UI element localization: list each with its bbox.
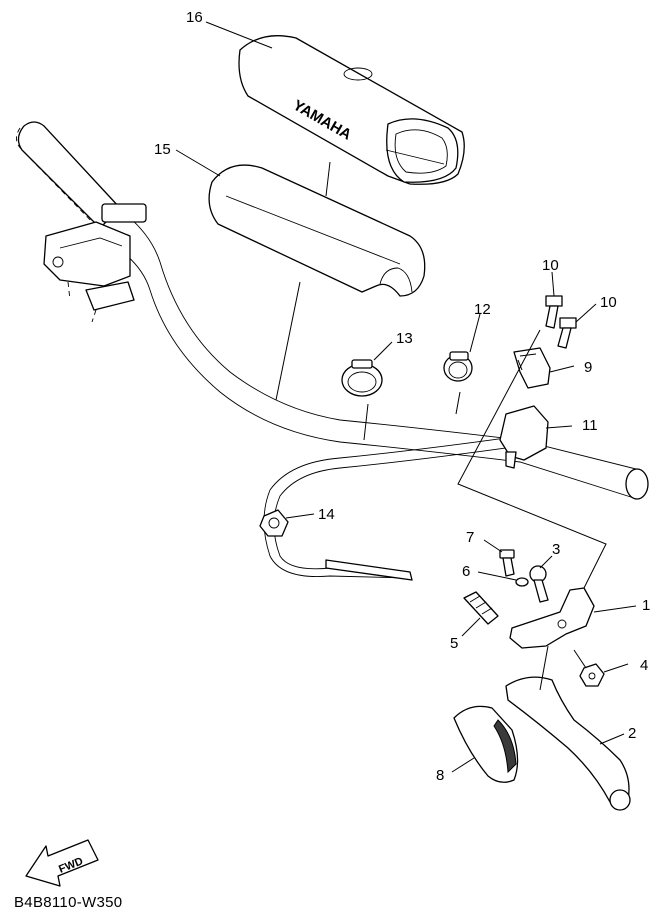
callout-6: 6 [462, 563, 470, 580]
callout-11: 11 [582, 417, 598, 434]
callout-leaders [175, 21, 637, 773]
band-clamp-12 [443, 351, 473, 382]
callout-9: 9 [584, 359, 592, 376]
fwd-arrow-icon: FWD [25, 839, 99, 887]
lever-holder-1 [509, 587, 595, 649]
clamp-9 [513, 347, 551, 389]
callout-10b: 10 [600, 294, 617, 311]
holder-11 [499, 405, 549, 469]
clutch-cable [263, 435, 521, 581]
callout-13: 13 [396, 330, 413, 347]
cable-holder-14 [259, 509, 289, 537]
callout-1: 1 [642, 597, 650, 614]
callout-15: 15 [154, 141, 171, 158]
handlebar-cover: YAMAHA [238, 35, 465, 185]
clutch-lever-2 [505, 676, 631, 811]
callout-2: 2 [628, 725, 636, 742]
callout-7: 7 [466, 529, 474, 546]
bolt-7 [499, 549, 515, 577]
bolt-10b [557, 317, 577, 349]
washer-6 [515, 577, 529, 587]
callout-12: 12 [474, 301, 491, 318]
adjuster-5 [463, 591, 499, 625]
band-clamp-13 [341, 359, 383, 397]
bolt-10a [545, 295, 563, 329]
bolt-3 [529, 565, 549, 603]
callout-16: 16 [186, 9, 203, 26]
diagram-code: B4B8110-W350 [14, 894, 123, 911]
left-switch-housing [43, 203, 147, 323]
callout-3: 3 [552, 541, 560, 558]
callout-14: 14 [318, 506, 335, 523]
callout-10a: 10 [542, 257, 559, 274]
lever-guard-8 [453, 705, 519, 783]
callout-4: 4 [640, 657, 648, 674]
callout-8: 8 [436, 767, 444, 784]
callout-5: 5 [450, 635, 458, 652]
nut-4 [579, 663, 605, 687]
handlebar-pad [208, 164, 426, 297]
